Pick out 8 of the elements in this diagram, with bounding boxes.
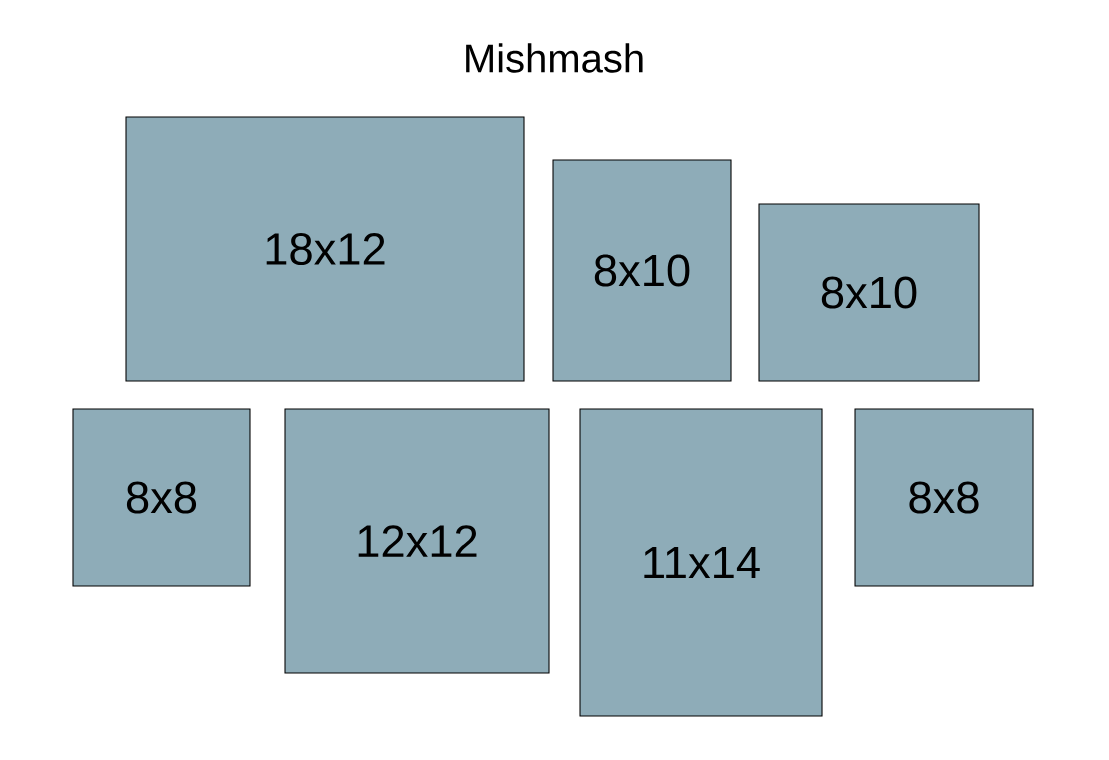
frame-box: 18x12 [125,116,525,382]
frame-box: 12x12 [284,408,550,674]
frame-box: 8x10 [552,159,732,382]
frame-box: 11x14 [579,408,823,717]
frame-box: 8x8 [854,408,1034,587]
frame-box: 8x10 [758,203,980,382]
frame-box: 8x8 [72,408,251,587]
title: Mishmash [466,43,643,73]
